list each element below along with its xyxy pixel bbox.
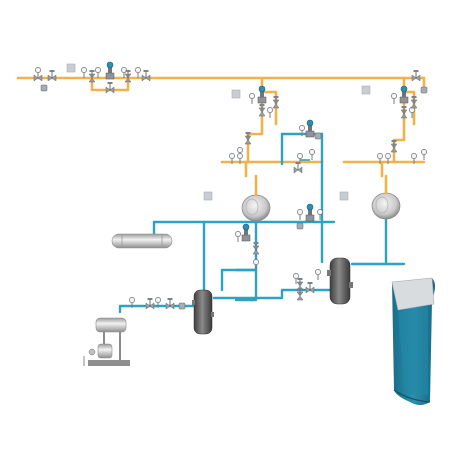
valve-icon[interactable]	[258, 104, 266, 117]
control-panel-icon[interactable]	[203, 191, 213, 201]
pressure-gauge-icon[interactable]	[267, 107, 273, 118]
pressure-gauge-icon[interactable]	[391, 93, 397, 104]
pressure-gauge-icon[interactable]	[411, 153, 417, 164]
valve-icon[interactable]	[145, 298, 155, 310]
condensate-pump-unit-icon[interactable]	[83, 317, 130, 366]
valve-icon[interactable]	[252, 242, 260, 255]
pressure-gauge-icon[interactable]	[135, 67, 141, 78]
pressure-gauge-icon[interactable]	[235, 231, 241, 242]
pressure-gauge-icon[interactable]	[95, 67, 101, 78]
control-cabinet[interactable]	[391, 277, 435, 405]
pressure-gauge-icon[interactable]	[129, 297, 135, 308]
control-panel-icon[interactable]	[339, 191, 349, 201]
cabinet-screen	[391, 277, 435, 311]
pressure-gauge-icon[interactable]	[249, 93, 255, 104]
valve-fittings	[33, 61, 428, 310]
valve-icon[interactable]	[410, 96, 418, 109]
pressure-gauge-icon[interactable]	[229, 153, 235, 164]
heat-exchanger-icon[interactable]	[241, 174, 271, 222]
pressure-gauge-icon[interactable]	[315, 269, 321, 280]
pressure-gauge-icon[interactable]	[155, 297, 161, 308]
steam-trap-icon[interactable]	[178, 302, 186, 310]
pressure-reducing-valve-icon[interactable]	[241, 223, 251, 242]
pressure-gauge-icon[interactable]	[297, 209, 303, 220]
steam-left-station-outlet	[246, 118, 264, 164]
steam-trap-icon[interactable]	[296, 222, 304, 230]
heat-exchanger-icon[interactable]	[371, 174, 401, 220]
steam-trap-icon[interactable]	[314, 132, 322, 140]
valve-icon[interactable]	[244, 132, 252, 145]
pressure-gauge-icon[interactable]	[237, 153, 243, 164]
pressure-reducing-valve-icon[interactable]	[105, 61, 115, 80]
storage-calorifier-icon[interactable]	[327, 257, 353, 305]
pressure-gauge-icon[interactable]	[317, 209, 323, 220]
valve-icon[interactable]	[105, 82, 115, 94]
valve-icon[interactable]	[165, 298, 175, 310]
condensate-loop-left	[234, 268, 258, 302]
valve-icon[interactable]	[47, 70, 57, 82]
pressure-reducing-valve-icon[interactable]	[305, 203, 315, 222]
valve-icon[interactable]	[305, 282, 315, 294]
flash-vessel-icon[interactable]	[192, 289, 214, 335]
steam-trap-icon[interactable]	[40, 84, 48, 92]
condensate-receiver-tank[interactable]	[111, 233, 173, 249]
steam-trap-icon[interactable]	[420, 86, 428, 94]
pressure-gauge-icon[interactable]	[421, 149, 427, 160]
pressure-gauge-icon[interactable]	[293, 273, 299, 284]
control-panel-icon[interactable]	[361, 85, 371, 95]
valve-icon[interactable]	[88, 70, 96, 83]
pressure-gauge-icon[interactable]	[81, 67, 87, 78]
pressure-gauge-icon[interactable]	[385, 153, 391, 164]
valve-icon[interactable]	[390, 140, 398, 153]
pressure-reducing-valve-icon[interactable]	[305, 119, 315, 138]
valve-icon[interactable]	[293, 162, 303, 174]
pressure-gauge-icon[interactable]	[297, 153, 303, 164]
pressure-gauge-icon[interactable]	[377, 153, 383, 164]
pressure-gauge-icon[interactable]	[309, 149, 315, 160]
valve-icon[interactable]	[400, 106, 408, 119]
steam-left-station-bypass	[260, 90, 278, 126]
valve-icon[interactable]	[411, 70, 421, 82]
pressure-gauge-icon[interactable]	[253, 259, 259, 270]
pressure-reducing-valve-icon[interactable]	[399, 85, 409, 104]
pressure-gauge-icon[interactable]	[35, 67, 41, 78]
steam-right-station-bypass	[402, 90, 416, 126]
pressure-reducing-valve-icon[interactable]	[257, 85, 267, 104]
instrument-panels	[66, 63, 371, 201]
pressure-gauge-icon[interactable]	[121, 67, 127, 78]
condensate-network	[118, 132, 406, 314]
valve-icon[interactable]	[124, 70, 132, 83]
pressure-gauge-icon[interactable]	[299, 125, 305, 136]
valve-icon[interactable]	[296, 288, 304, 301]
valve-icon[interactable]	[272, 96, 280, 109]
valve-icon[interactable]	[141, 70, 151, 82]
control-panel-icon[interactable]	[231, 89, 241, 99]
control-panel-icon[interactable]	[66, 63, 76, 73]
